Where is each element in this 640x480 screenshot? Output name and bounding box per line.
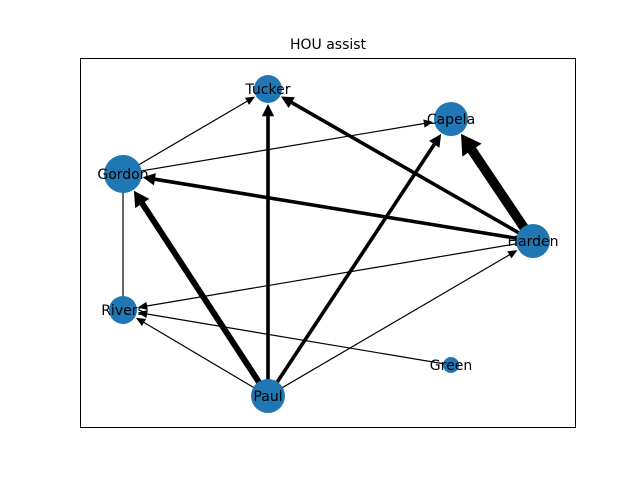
node-green [443,357,459,373]
edge-arrowhead [507,250,518,259]
node-harden [516,224,550,258]
edge-line [128,122,426,174]
edge-harden-gordon [142,173,529,242]
edge-paul-gordon [133,190,268,394]
node-capela [434,102,468,136]
edge-paul-rivers [135,317,264,394]
node-label-green: Green [430,358,472,374]
edge-arrowhead [135,317,147,326]
edge-arrowhead [137,310,148,319]
node-label-gordon: Gordon [97,167,148,183]
node-label-harden: Harden [508,234,559,250]
edge-line [269,142,437,393]
edge-line [467,146,535,240]
node-rivers [109,296,137,324]
edge-arrowhead [133,190,150,209]
node-paul [251,379,285,413]
edge-line [289,100,530,241]
node-label-rivers: Rivers [101,303,145,319]
edge-arrowhead [137,301,148,310]
node-label-capela: Capela [427,112,475,128]
chart-title: HOU assist [290,37,367,53]
edge-line [272,253,511,394]
edge-arrowhead [261,104,275,117]
edge-arrowhead [244,96,256,105]
nodes-layer [104,75,550,413]
edge-green-rivers [137,310,449,366]
edge-paul-harden [272,250,518,394]
edge-arrowhead [423,119,434,128]
edge-harden-tucker [281,96,530,241]
edge-line [146,313,449,366]
edge-line [139,200,268,394]
node-label-tucker: Tucker [245,82,291,98]
edge-line [146,241,529,307]
node-label-paul: Paul [253,389,282,405]
edge-gordon-capela [128,119,434,174]
edge-paul-capela [269,134,442,393]
edge-line [127,100,249,172]
edge-arrowhead [281,96,295,108]
edge-arrowhead [429,134,442,148]
edge-harden-capela [461,133,535,240]
edge-line [142,321,264,394]
plot-frame [80,58,576,428]
edge-paul-tucker [261,104,275,391]
node-gordon [104,155,142,193]
node-tucker [254,75,282,103]
edge-arrowhead [461,133,482,157]
edge-harden-rivers [137,241,529,310]
edges-layer [122,96,535,394]
edge-gordon-tucker [127,96,256,172]
edge-arrowhead [142,173,156,186]
edge-line [153,177,529,242]
